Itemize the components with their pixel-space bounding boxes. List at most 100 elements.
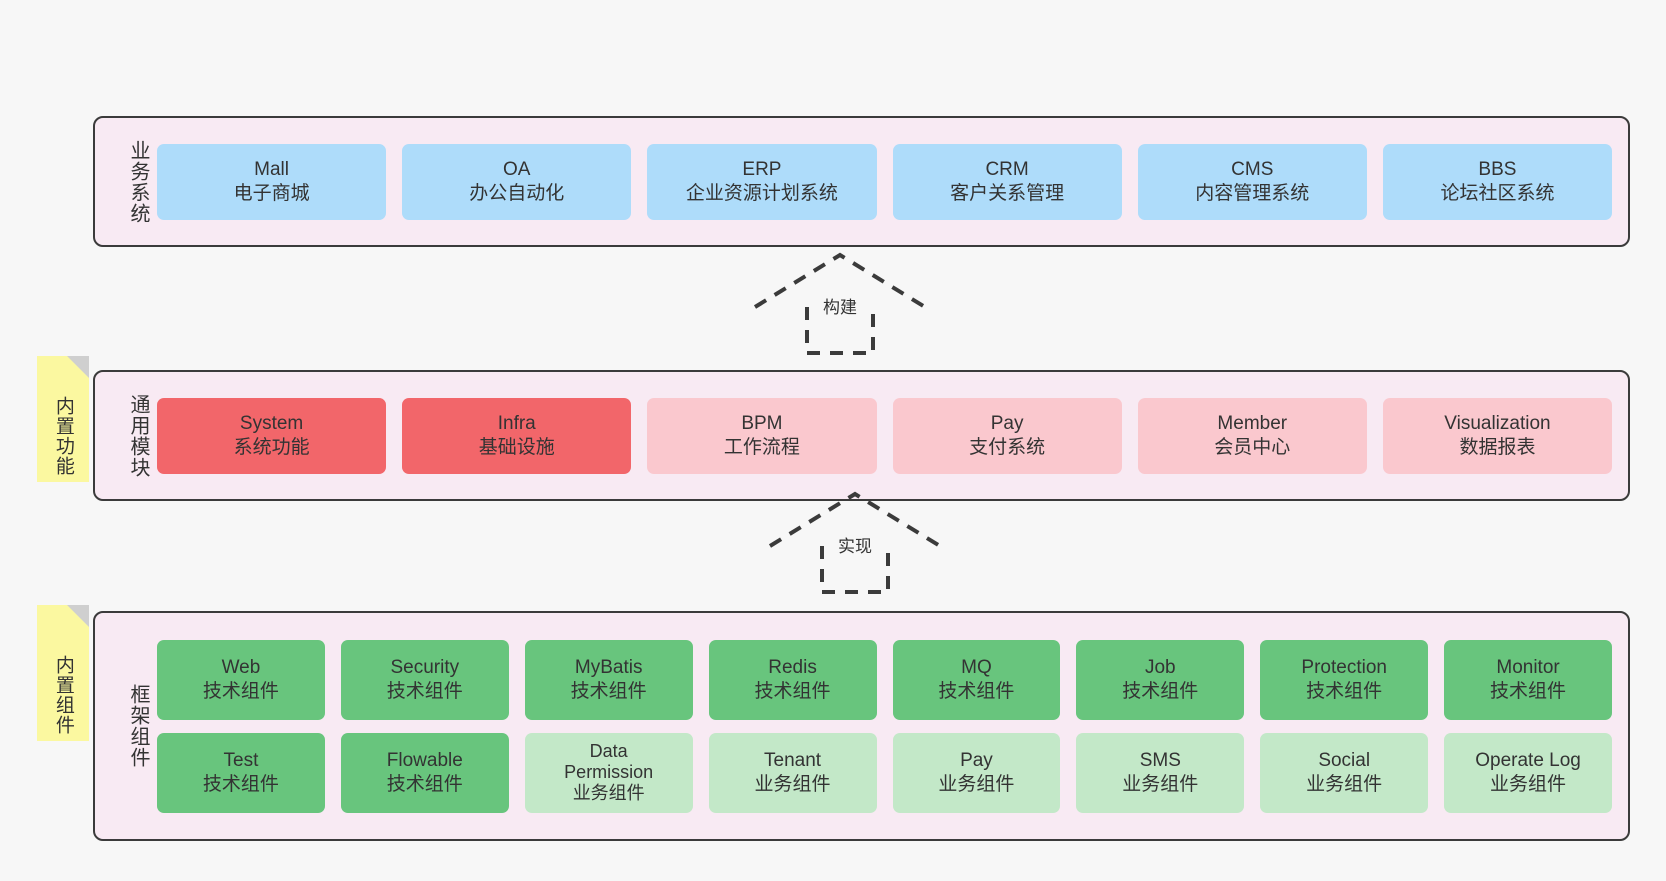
card-cms-name: CMS [1231,159,1274,181]
card-mybatis-name: MyBatis [574,657,643,679]
card-test[interactable]: Test 技术组件 [157,732,325,813]
card-pay-module[interactable]: Pay 支付系统 [892,397,1122,474]
card-social-name: Social [1318,750,1371,772]
note-builtin-components: 内置组件 [37,605,89,741]
card-mall[interactable]: Mall 电子商城 [157,143,387,220]
card-cms-sub: 内容管理系统 [1195,182,1310,204]
card-crm[interactable]: CRM 客户关系管理 [892,143,1122,220]
note-builtin-functions: 内置功能 [37,356,89,482]
card-monitor-name: Monitor [1496,657,1560,679]
card-system[interactable]: System 系统功能 [157,397,387,474]
card-job-sub: 技术组件 [1122,680,1199,702]
connector-build: 构建 [745,249,935,359]
card-sms[interactable]: SMS 业务组件 [1076,732,1245,813]
card-mq-sub: 技术组件 [938,680,1015,702]
common-modules-cards: System 系统功能 Infra 基础设施 BPM 工作流程 Pay 支付系统… [149,372,1628,499]
card-sms-sub: 业务组件 [1122,773,1199,795]
card-mall-sub: 电子商城 [233,182,310,204]
card-pay-component-name: Pay [960,750,993,772]
card-web-name: Web [221,657,261,679]
card-data-permission-sub: 业务组件 [572,783,645,804]
card-member[interactable]: Member 会员中心 [1137,397,1367,474]
card-infra[interactable]: Infra 基础设施 [402,397,632,474]
card-monitor-sub: 技术组件 [1490,680,1567,702]
card-crm-sub: 客户关系管理 [950,182,1065,204]
card-visualization-name: Visualization [1444,413,1551,435]
card-erp-sub: 企业资源计划系统 [685,182,838,204]
card-operate-log[interactable]: Operate Log 业务组件 [1444,732,1612,813]
card-data-permission[interactable]: Data Permission 业务组件 [524,732,693,813]
business-system-layer-title: 业务系统 [127,139,149,224]
card-pay-component-sub: 业务组件 [938,773,1015,795]
generalization-arrow-icon [768,491,942,594]
card-bpm-name: BPM [741,413,783,435]
note-fold-icon [67,605,89,627]
framework-components-cards: Web 技术组件 Security 技术组件 MyBatis 技术组件 Redi… [149,613,1628,839]
card-bbs[interactable]: BBS 论坛社区系统 [1382,143,1613,220]
card-tenant[interactable]: Tenant 业务组件 [708,732,877,813]
card-oa-sub: 办公自动化 [469,182,565,204]
card-bbs-name: BBS [1478,159,1517,181]
connector-implement: 实现 [760,488,950,598]
card-bpm[interactable]: BPM 工作流程 [647,397,877,474]
card-cms[interactable]: CMS 内容管理系统 [1137,143,1367,220]
card-member-sub: 会员中心 [1214,436,1291,458]
card-mall-name: Mall [254,159,289,181]
card-job[interactable]: Job 技术组件 [1076,639,1245,720]
note-fold-icon [67,356,89,378]
card-crm-name: CRM [985,159,1029,181]
card-job-name: Job [1144,657,1176,679]
card-bbs-sub: 论坛社区系统 [1440,182,1555,204]
card-web[interactable]: Web 技术组件 [157,639,325,720]
generalization-arrow-icon [753,252,927,355]
card-protection-sub: 技术组件 [1306,680,1383,702]
card-flowable-sub: 技术组件 [386,773,463,795]
card-security-name: Security [390,657,460,679]
business-system-layer: 业务系统 Mall 电子商城 OA 办公自动化 ERP 企业资源计划系统 CRM… [93,116,1630,247]
card-mybatis-sub: 技术组件 [570,680,647,702]
card-erp[interactable]: ERP 企业资源计划系统 [647,143,877,220]
card-oa-name: OA [503,159,531,181]
card-protection[interactable]: Protection 技术组件 [1260,639,1429,720]
card-mq-name: MQ [961,657,992,679]
card-mq[interactable]: MQ 技术组件 [892,639,1061,720]
card-data-permission-name2: Permission [564,761,654,782]
card-infra-sub: 基础设施 [478,436,555,458]
framework-card-row-tech: Web 技术组件 Security 技术组件 MyBatis 技术组件 Redi… [157,639,1612,720]
card-redis[interactable]: Redis 技术组件 [708,639,877,720]
common-modules-layer: 通用模块 System 系统功能 Infra 基础设施 BPM 工作流程 Pay… [93,370,1630,501]
note-builtin-components-label: 内置组件 [52,655,74,735]
card-data-permission-name: Data [589,740,628,761]
card-pay-module-name: Pay [990,413,1024,435]
common-modules-layer-title: 通用模块 [127,393,149,478]
framework-components-layer-title: 框架组件 [127,684,149,768]
card-visualization-sub: 数据报表 [1459,436,1536,458]
card-test-sub: 技术组件 [202,773,279,795]
card-operate-log-sub: 业务组件 [1490,773,1567,795]
framework-card-grid: Web 技术组件 Security 技术组件 MyBatis 技术组件 Redi… [149,626,1628,827]
card-social-sub: 业务组件 [1306,773,1383,795]
card-flowable[interactable]: Flowable 技术组件 [340,732,509,813]
card-social[interactable]: Social 业务组件 [1260,732,1429,813]
card-web-sub: 技术组件 [202,680,279,702]
card-tenant-name: Tenant [764,750,822,772]
card-oa[interactable]: OA 办公自动化 [402,143,632,220]
card-sms-name: SMS [1139,750,1181,772]
card-bpm-sub: 工作流程 [723,436,800,458]
card-flowable-name: Flowable [386,750,463,772]
card-protection-name: Protection [1301,657,1387,679]
card-redis-name: Redis [768,657,817,679]
card-pay-component[interactable]: Pay 业务组件 [892,732,1061,813]
card-monitor[interactable]: Monitor 技术组件 [1444,639,1612,720]
common-modules-card-row: System 系统功能 Infra 基础设施 BPM 工作流程 Pay 支付系统… [149,397,1628,474]
framework-components-layer: 框架组件 Web 技术组件 Security 技术组件 MyBatis 技术组件… [93,611,1630,841]
card-security[interactable]: Security 技术组件 [340,639,509,720]
card-tenant-sub: 业务组件 [754,773,831,795]
card-infra-name: Infra [497,413,536,435]
card-mybatis[interactable]: MyBatis 技术组件 [524,639,693,720]
card-security-sub: 技术组件 [386,680,463,702]
card-erp-name: ERP [742,159,782,181]
card-visualization[interactable]: Visualization 数据报表 [1382,397,1613,474]
card-member-name: Member [1217,413,1288,435]
business-system-cards: Mall 电子商城 OA 办公自动化 ERP 企业资源计划系统 CRM 客户关系… [149,118,1628,245]
